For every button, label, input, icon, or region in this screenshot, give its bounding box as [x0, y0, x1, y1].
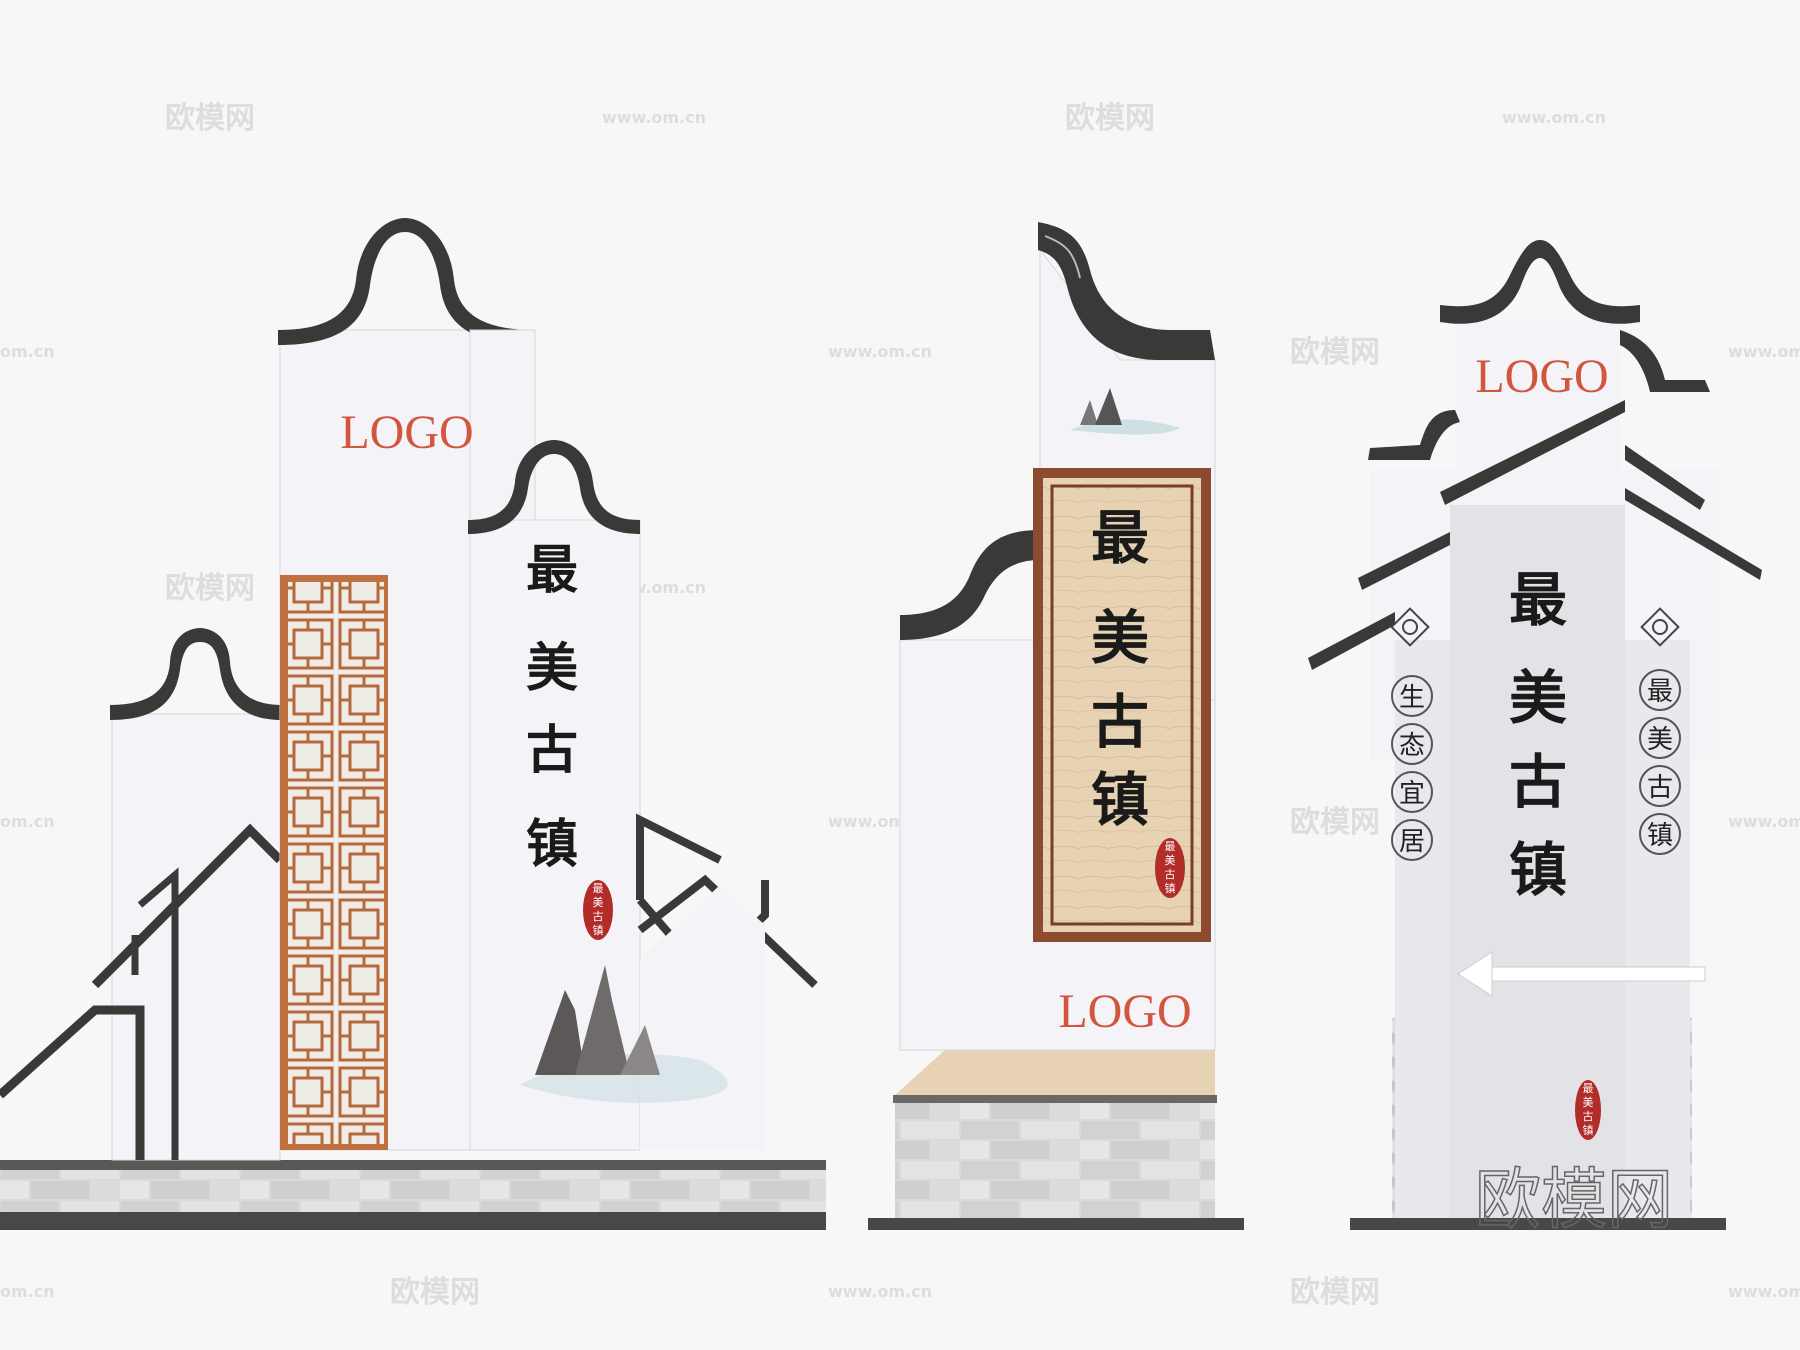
middle-sign: 最 美 古 镇 最 美 古 镇 LOGO	[868, 222, 1244, 1230]
right-sign: LOGO 最 美 古 镇 生 态 宜 居	[1308, 240, 1762, 1239]
middle-sign-wood-step	[895, 1050, 1215, 1095]
right-seal-char: 最	[1583, 1082, 1594, 1095]
watermark-url: www.om.cn	[828, 1282, 932, 1301]
right-sign-top-ridge	[1440, 240, 1640, 324]
middle-sign-base-stone	[895, 1100, 1215, 1218]
watermark-url: www.om.cn	[1502, 108, 1606, 127]
right-sign-center-panel	[1450, 505, 1625, 1218]
watermark-url: www.om.cn	[828, 342, 932, 361]
watermark-cn: 欧模网	[390, 1275, 480, 1310]
watermark-url: www.om.cn	[1728, 342, 1800, 361]
left-sign-base-plinth	[0, 1212, 826, 1230]
left-couplet-char: 生	[1399, 683, 1425, 713]
right-couplet-char: 最	[1647, 677, 1673, 707]
left-sign-base-cap	[0, 1160, 826, 1170]
watermark-cn: 欧模网	[1290, 805, 1380, 840]
middle-seal-char: 美	[1165, 854, 1176, 867]
watermark-url: www.om.cn	[1728, 812, 1800, 831]
right-title-char: 古	[1509, 748, 1567, 816]
left-roof-line	[91, 823, 284, 989]
left-seal-char: 古	[593, 910, 604, 923]
left-seal	[583, 880, 613, 940]
right-logo: LOGO	[1475, 350, 1608, 403]
left-roof-line	[0, 1005, 145, 1160]
right-ornament-left	[1390, 607, 1430, 647]
right-title-char: 最	[1509, 566, 1567, 634]
right-left-couplet: 生 态 宜 居	[1391, 675, 1433, 861]
right-title-char: 美	[1509, 664, 1567, 732]
left-sign-main-gable	[278, 218, 535, 345]
middle-seal	[1155, 838, 1185, 898]
right-ornament-right	[1640, 607, 1680, 647]
right-sign-plinth	[1350, 1218, 1726, 1230]
right-roof-line	[1625, 488, 1762, 580]
left-sign-text-gable	[468, 440, 640, 534]
left-title-char: 最	[526, 540, 578, 601]
right-right-couplet: 最 美 古 镇	[1639, 669, 1681, 855]
watermark-url: www.om.cn	[602, 108, 706, 127]
watermark-cn: 欧模网	[165, 571, 255, 606]
right-seal-char: 美	[1583, 1096, 1594, 1109]
middle-sign-upper-ridge	[1038, 222, 1215, 360]
middle-seal-char: 古	[1165, 868, 1176, 881]
middle-title-char: 古	[1091, 688, 1149, 756]
middle-seal-char: 镇	[1165, 881, 1176, 895]
middle-seal-char: 最	[1165, 840, 1176, 853]
left-seal-char: 最	[593, 882, 604, 895]
middle-mountain-painting	[1070, 388, 1180, 435]
left-couplet-char: 居	[1399, 827, 1425, 857]
watermark-cn: 欧模网	[1290, 335, 1380, 370]
right-roof-line	[1358, 532, 1450, 590]
left-roof-line	[137, 867, 179, 1160]
middle-logo: LOGO	[1058, 985, 1191, 1038]
right-roof-line	[1308, 612, 1395, 670]
right-title-char: 镇	[1509, 836, 1567, 904]
watermark-url: om.cn	[0, 1282, 55, 1301]
right-seal-char: 古	[1583, 1110, 1594, 1123]
big-watermark: 欧模网	[1475, 1161, 1673, 1238]
left-sign-base-stone	[0, 1170, 826, 1212]
watermark-url: om.cn	[0, 812, 55, 831]
right-seal-char: 镇	[1583, 1123, 1594, 1137]
left-lattice-panel	[288, 582, 384, 1144]
left-title-char: 美	[526, 638, 578, 699]
right-roof-line	[637, 874, 818, 988]
left-logo: LOGO	[340, 406, 473, 459]
right-couplet-char: 古	[1647, 773, 1673, 803]
right-couplet-char: 镇	[1647, 821, 1673, 851]
left-couplet-char: 态	[1399, 731, 1425, 761]
middle-title-char: 镇	[1091, 766, 1149, 834]
middle-title-char: 最	[1091, 504, 1149, 572]
left-seal-char: 美	[593, 896, 604, 909]
right-couplet-char: 美	[1647, 725, 1673, 755]
watermark-cn: 欧模网	[165, 101, 255, 136]
left-title-char: 古	[526, 720, 578, 781]
left-sign-small-gable	[110, 628, 282, 720]
watermark-cn: 欧模网	[1065, 101, 1155, 136]
middle-sign-left-ridge	[900, 530, 1040, 640]
watermark-url: om.cn	[0, 342, 55, 361]
left-arrow-icon	[1457, 951, 1706, 997]
left-couplet-char: 宜	[1399, 779, 1425, 809]
watermark-cn: 欧模网	[1290, 1275, 1380, 1310]
left-seal-char: 镇	[593, 923, 604, 937]
left-title-char: 镇	[526, 814, 578, 875]
right-seal	[1575, 1080, 1601, 1140]
middle-sign-plinth	[868, 1218, 1244, 1230]
middle-title-char: 美	[1091, 604, 1149, 672]
watermark-url: www.om.cn	[1728, 1282, 1800, 1301]
left-mountain-painting	[520, 965, 728, 1103]
left-sign: LOGO 最 美 古 镇 最 美 古 镇	[0, 218, 826, 1230]
